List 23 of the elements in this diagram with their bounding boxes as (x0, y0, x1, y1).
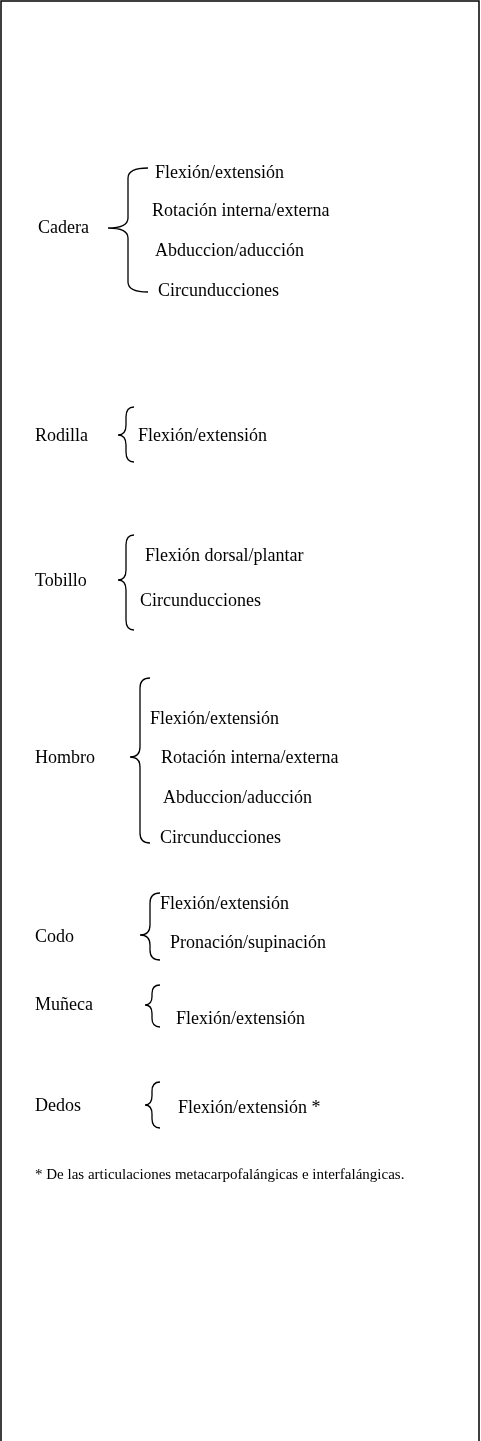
movement-label: Abduccion/aducción (163, 786, 312, 808)
joint-label: Dedos (35, 1094, 81, 1116)
joint-label: Rodilla (35, 424, 88, 446)
movement-label: Flexión/extensión (138, 424, 267, 446)
movement-label: Abduccion/aducción (155, 239, 304, 261)
movement-label: Flexión/extensión * (178, 1096, 321, 1118)
movement-label: Flexión dorsal/plantar (145, 544, 304, 566)
movement-label: Rotación interna/externa (161, 746, 339, 768)
movement-label: Flexión/extensión (155, 161, 284, 183)
footnote: * De las articulaciones metacarpofalángicas e interfalángicas. (35, 1165, 406, 1184)
movement-label: Flexión/extensión (176, 1007, 305, 1029)
movement-label: Circunducciones (160, 826, 281, 848)
movement-label: Flexión/extensión (160, 892, 289, 914)
movement-label: Rotación interna/externa (152, 199, 330, 221)
joint-label: Tobillo (35, 569, 87, 591)
movement-label: Pronación/supinación (170, 931, 326, 953)
movement-label: Circunducciones (140, 589, 261, 611)
joint-label: Codo (35, 925, 74, 947)
joint-label: Hombro (35, 746, 95, 768)
movement-label: Muñeca (35, 993, 93, 1015)
joint-label: Cadera (38, 216, 89, 238)
movement-label: Circunducciones (158, 279, 279, 301)
movement-label: Flexión/extensión (150, 707, 279, 729)
